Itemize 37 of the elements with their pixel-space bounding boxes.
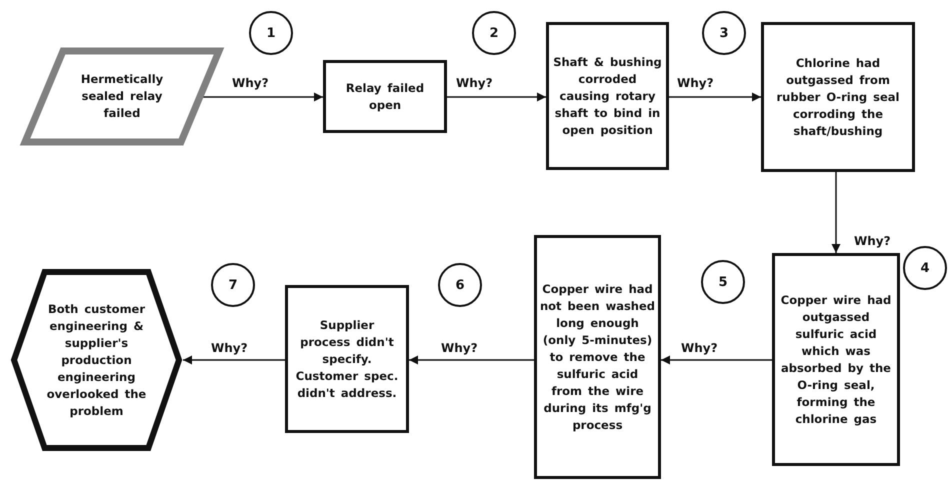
node-text: Shaft & bushing corroded causing rotary shaft to bind in open position (552, 54, 663, 138)
edge-label: Why? (455, 76, 494, 90)
callout-number: 5 (701, 260, 745, 304)
callout-number: 2 (472, 11, 516, 55)
node-text: Supplier process didn't specify. Customer spec. didn't address. (294, 316, 400, 402)
arrow (409, 356, 534, 364)
node-text: Chlorine had outgassed from rubber O-ring seal corroding the shaft/bushing (776, 54, 900, 140)
input-parallelogram (22, 48, 222, 145)
node-text: Relay failed open (344, 80, 426, 114)
edge-label: Why? (231, 76, 270, 90)
terminal-hexagon (10, 268, 183, 452)
arrow (832, 172, 840, 253)
callout-number: 7 (211, 263, 255, 307)
node-text: Copper wire had outgassed sulfuric acid which was absorbed by the O-ring seal, forming the chlorine gas (780, 292, 892, 428)
process-box (761, 22, 915, 172)
node-text: Copper wire had not been washed long enough (only 5-minutes) to remove the sulfuric acid from the wire during its mfg'g process (539, 280, 656, 434)
process-box (323, 60, 447, 133)
callout-number: 3 (702, 11, 746, 55)
node-text: Both customer engineering & supplier's production engineering overlooked the problem (46, 300, 148, 420)
process-box (534, 235, 661, 479)
process-box (772, 253, 900, 466)
process-box (285, 285, 409, 433)
arrow (661, 356, 772, 364)
edge-label: Why? (440, 341, 479, 355)
callout-number: 6 (438, 263, 482, 307)
arrow (202, 92, 323, 102)
process-box (546, 22, 669, 170)
edge-label: Why? (680, 341, 719, 355)
edge-label: Why? (676, 76, 715, 90)
arrow (183, 356, 285, 364)
edge-label: Why? (853, 234, 892, 248)
edge-label: Why? (210, 341, 249, 355)
callout-number: 1 (249, 11, 293, 55)
arrow (669, 92, 761, 102)
arrow (447, 92, 546, 102)
node-text: Hermetically sealed relay failed (80, 71, 164, 122)
callout-number: 4 (903, 246, 947, 290)
